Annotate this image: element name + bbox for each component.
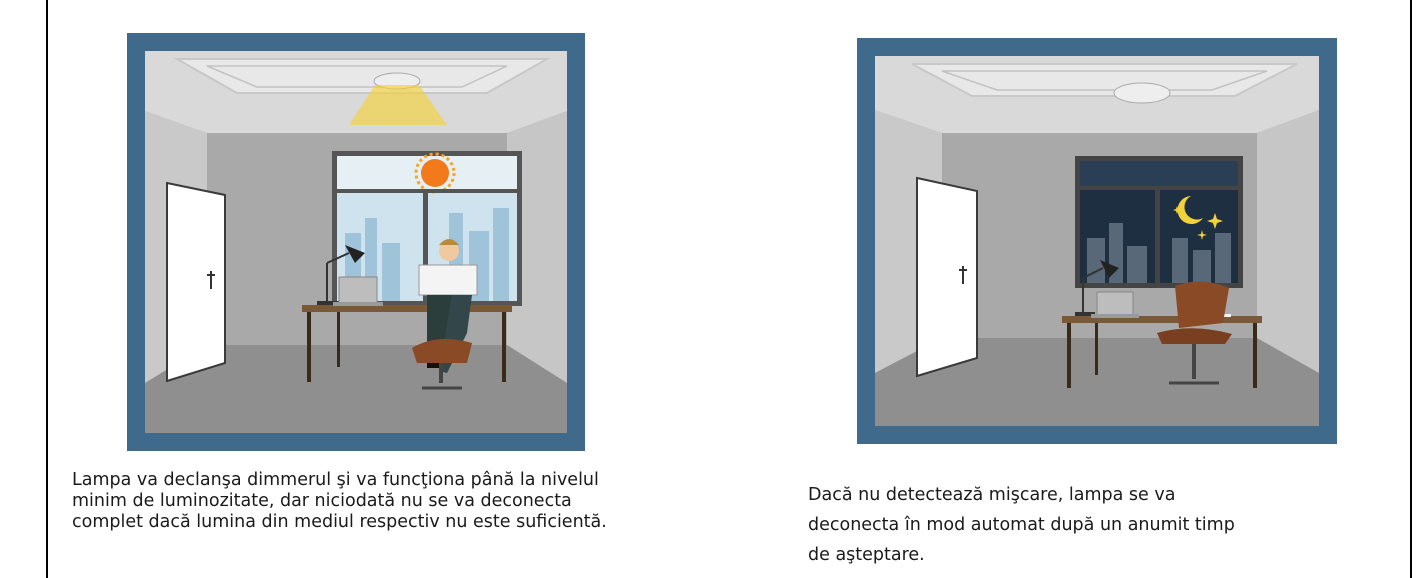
right-caption-line-3: de aşteptare. bbox=[808, 545, 925, 565]
chair-icon bbox=[1157, 281, 1232, 385]
daytime-office-illustration bbox=[127, 33, 585, 451]
right-caption: Dacă nu detectează mişcare, lampa se va … bbox=[808, 480, 1238, 570]
laptop-icon bbox=[1091, 291, 1139, 318]
chair-icon bbox=[412, 339, 472, 390]
left-caption-line-2: minim de luminozitate, dar niciodată nu … bbox=[72, 491, 572, 511]
left-border-line bbox=[46, 0, 48, 578]
star-icon bbox=[1173, 206, 1223, 240]
left-caption-line-1: Lampa va declanşa dimmerul şi va funcţio… bbox=[72, 470, 599, 490]
nighttime-office-illustration bbox=[857, 38, 1337, 444]
left-caption-line-3: complet dacă lumina din mediul respectiv… bbox=[72, 512, 607, 532]
door-handle-icon bbox=[959, 266, 967, 284]
desk-lamp-icon bbox=[317, 245, 365, 305]
nighttime-office-scene bbox=[857, 38, 1337, 444]
moon-icon bbox=[1177, 196, 1203, 224]
desk-lamp-icon bbox=[1075, 260, 1119, 316]
right-caption-line-1: Dacă nu detectează mişcare, lampa se va bbox=[808, 485, 1176, 505]
daytime-office-scene bbox=[127, 33, 585, 451]
right-border-line bbox=[1410, 0, 1412, 578]
lamp-light-icon bbox=[349, 85, 447, 125]
left-caption: Lampa va declanşa dimmerul şi va funcţio… bbox=[72, 470, 732, 533]
sun-icon bbox=[421, 159, 449, 187]
door-handle-icon bbox=[207, 271, 215, 289]
laptop-icon bbox=[333, 276, 383, 306]
right-caption-line-2: deconecta în mod automat după un anumit … bbox=[808, 515, 1235, 535]
